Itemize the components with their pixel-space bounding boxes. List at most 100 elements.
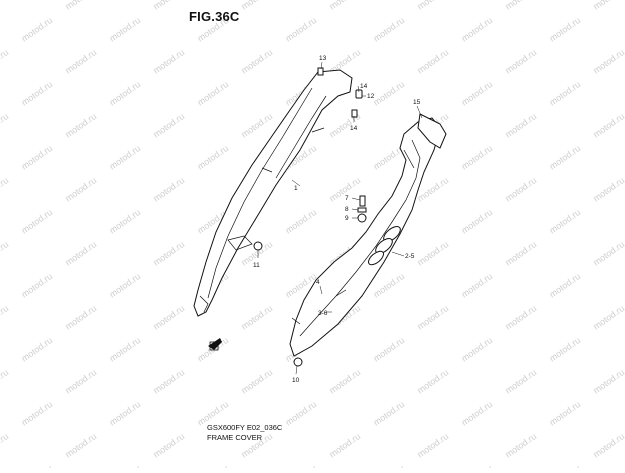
watermark-text: motod.ru — [459, 143, 494, 172]
callout-4: 4 — [316, 279, 320, 286]
watermark-text: motod.ru — [19, 399, 54, 428]
watermark-text: motod.ru — [63, 175, 98, 204]
watermark-text: motod.ru — [0, 431, 10, 460]
figure-title: FIG.36C — [189, 9, 240, 24]
watermark-text: motod.ru — [151, 239, 186, 268]
watermark-text: motod.ru — [239, 0, 274, 12]
watermark-text: motod.ru — [459, 15, 494, 44]
right-frame-cover — [289, 117, 441, 357]
watermark-text: motod.ru — [239, 111, 274, 140]
watermark-text: motod.ru — [19, 207, 54, 236]
watermark-text: motod.ru — [107, 399, 142, 428]
callout-13: 13 — [319, 55, 327, 62]
callout-10: 10 — [292, 377, 300, 384]
emblem-pads — [368, 226, 401, 266]
callout-12: 12 — [367, 93, 375, 100]
watermark-text: motod.ru — [415, 0, 450, 12]
watermark-text: motod.ru — [19, 79, 54, 108]
watermark-text: motod.ru — [547, 335, 582, 364]
watermark-text: motod.ru — [591, 303, 625, 332]
watermark-text: motod.ru — [151, 303, 186, 332]
watermark-text: motod.ru — [327, 0, 362, 12]
watermark-text: motod.ru — [371, 463, 406, 468]
watermark-text: motod.ru — [151, 431, 186, 460]
watermark-text: motod.ru — [63, 303, 98, 332]
watermark-text: motod.ru — [107, 335, 142, 364]
watermark-text: motod.ru — [415, 47, 450, 76]
watermark-text: motod.ru — [503, 303, 538, 332]
watermark-text: motod.ru — [0, 0, 10, 12]
callout-14-lower: 14 — [350, 125, 358, 132]
watermark-text: motod.ru — [547, 271, 582, 300]
watermark-text: motod.ru — [503, 111, 538, 140]
watermark-text: motod.ru — [63, 47, 98, 76]
callout-7: 7 — [345, 195, 349, 202]
watermark-text: motod.ru — [591, 0, 625, 12]
watermark-text: motod.ru — [591, 239, 625, 268]
watermark-text: motod.ru — [283, 207, 318, 236]
watermark-text: motod.ru — [591, 431, 625, 460]
callout-11: 11 — [253, 262, 260, 269]
figure-code: GSX600FY E02_036C — [207, 423, 283, 432]
watermark-text: motod.ru — [107, 143, 142, 172]
watermark-text: motod.ru — [371, 335, 406, 364]
watermark-text: motod.ru — [0, 47, 10, 76]
watermark-text: motod.ru — [371, 79, 406, 108]
figure-name: FRAME COVER — [207, 433, 263, 442]
watermark-text: motod.ru — [459, 335, 494, 364]
watermark-text: motod.ru — [547, 143, 582, 172]
watermark-text: motod.ru — [195, 143, 230, 172]
watermark-text: motod.ru — [547, 399, 582, 428]
watermark-text: motod.ru — [195, 463, 230, 468]
watermark-text: motod.ru — [547, 463, 582, 468]
watermark-text: motod.ru — [107, 15, 142, 44]
watermark-text: motod.ru — [547, 207, 582, 236]
watermark-text: motod.ru — [239, 303, 274, 332]
watermark-text: motod.ru — [503, 239, 538, 268]
callout-15: 15 — [413, 99, 421, 106]
watermark-text: motod.ru — [63, 239, 98, 268]
watermark-text: motod.ru — [0, 175, 10, 204]
watermark-text: motod.ru — [459, 271, 494, 300]
watermark-text: motod.ru — [19, 335, 54, 364]
watermark-text: motod.ru — [459, 399, 494, 428]
trim-piece — [417, 113, 447, 149]
watermark-text: motod.ru — [151, 111, 186, 140]
watermark-text: motod.ru — [195, 335, 230, 364]
watermark-text: motod.ru — [503, 431, 538, 460]
watermark-text: motod.ru — [591, 111, 625, 140]
watermark-text: motod.ru — [63, 367, 98, 396]
hardware — [253, 67, 367, 367]
watermark-text: motod.ru — [503, 0, 538, 12]
watermark-text: motod.ru — [195, 79, 230, 108]
watermark-text: motod.ru — [107, 207, 142, 236]
watermark-text: motod.ru — [239, 367, 274, 396]
watermark-text: motod.ru — [19, 15, 54, 44]
watermark-text: motod.ru — [503, 367, 538, 396]
watermark-text: motod.ru — [19, 271, 54, 300]
watermark-text: motod.ru — [283, 399, 318, 428]
watermark-text: motod.ru — [63, 0, 98, 12]
watermark-text: motod.ru — [459, 79, 494, 108]
watermark-text: motod.ru — [371, 399, 406, 428]
watermark-text: motod.ru — [415, 303, 450, 332]
watermark-text: motod.ru — [19, 463, 54, 468]
callout-8: 8 — [345, 206, 349, 213]
watermark-text: motod.ru — [591, 367, 625, 396]
watermark-text: motod.ru — [283, 15, 318, 44]
watermark-text: motod.ru — [591, 175, 625, 204]
watermark-text: motod.ru — [371, 271, 406, 300]
watermark-text: motod.ru — [503, 175, 538, 204]
left-frame-cover — [193, 69, 353, 317]
watermark-text: motod.ru — [0, 367, 10, 396]
watermark-text: motod.ru — [151, 47, 186, 76]
watermark-text: motod.ru — [547, 79, 582, 108]
watermark-text: motod.ru — [283, 463, 318, 468]
watermark-text: motod.ru — [107, 463, 142, 468]
callout-3-6: 3-6 — [318, 310, 328, 317]
watermark-text: motod.ru — [503, 47, 538, 76]
watermark-text: motod.ru — [0, 111, 10, 140]
watermark-text: motod.ru — [63, 111, 98, 140]
